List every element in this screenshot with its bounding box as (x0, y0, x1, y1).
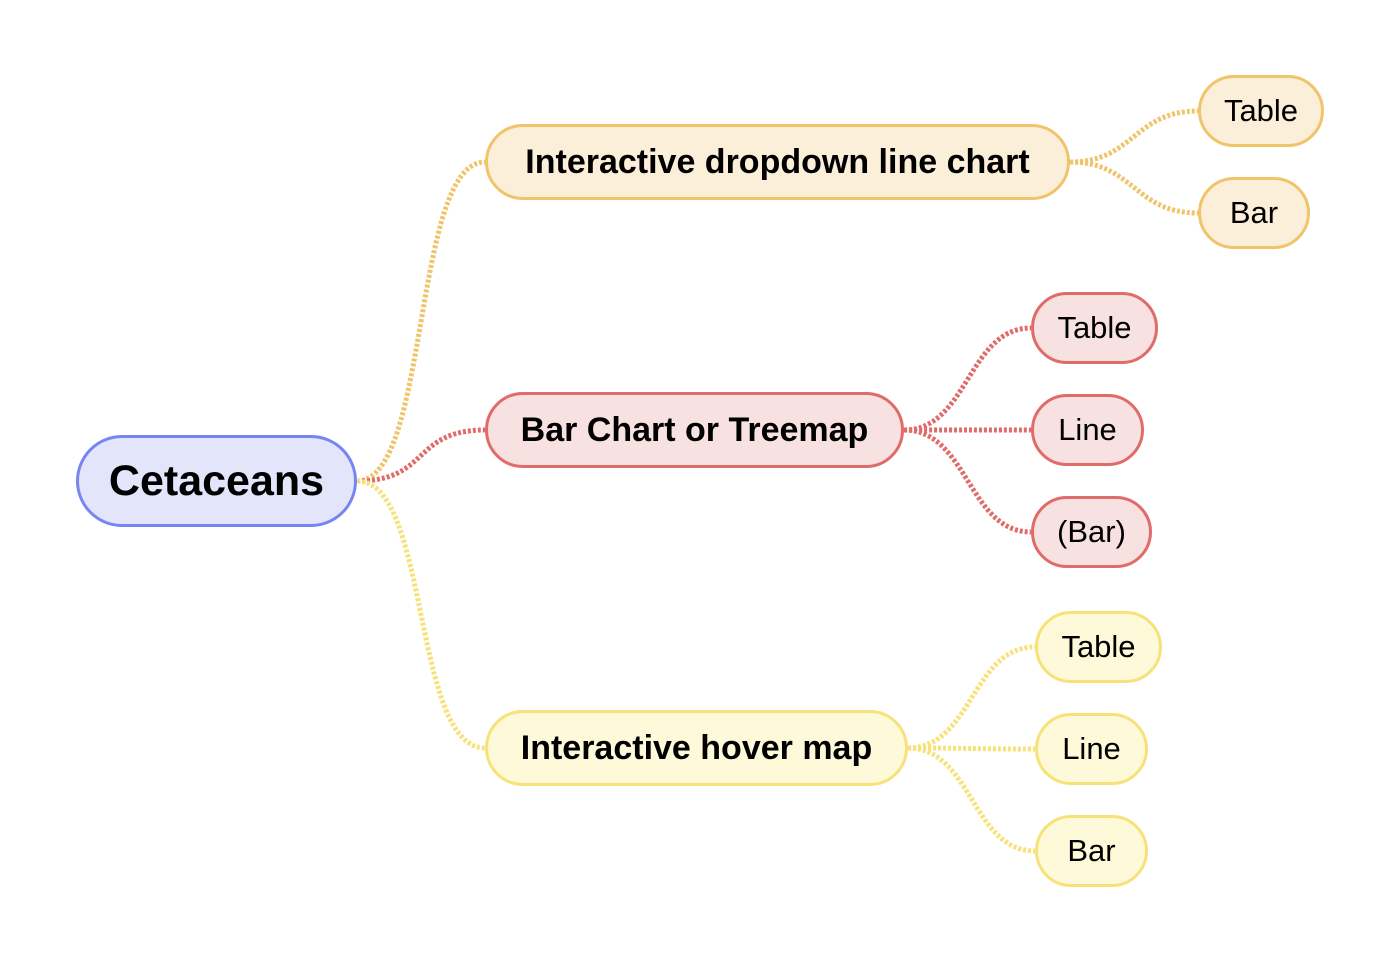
root-node-cetaceans[interactable]: Cetaceans (76, 435, 357, 527)
leaf-node-table[interactable]: Table (1035, 611, 1162, 683)
branch-node-dropdown-line-chart[interactable]: Interactive dropdown line chart (485, 124, 1070, 200)
branch-node-bar-chart-treemap[interactable]: Bar Chart or Treemap (485, 392, 904, 468)
connector-hover-map-to-line (907, 745, 1036, 752)
leaf-node-line[interactable]: Line (1035, 713, 1148, 785)
connector-treemap-to-table (903, 325, 1032, 433)
connector-hover-map-to-bar (907, 745, 1036, 854)
connector-dropdown-to-table (1069, 108, 1199, 165)
leaf-node-line[interactable]: Line (1031, 394, 1144, 466)
connector-root-to-hover-map (356, 478, 486, 751)
branch-node-hover-map[interactable]: Interactive hover map (485, 710, 908, 786)
leaf-node-table[interactable]: Table (1031, 292, 1158, 364)
leaf-node-bar[interactable]: Bar (1035, 815, 1148, 887)
connector-hover-map-to-table (907, 644, 1036, 751)
leaf-node-table[interactable]: Table (1198, 75, 1324, 147)
connector-root-to-dropdown-line-chart (356, 159, 486, 484)
connector-dropdown-to-bar (1069, 159, 1199, 216)
connector-treemap-to-bar (903, 427, 1032, 535)
leaf-node-bar-optional[interactable]: (Bar) (1031, 496, 1152, 568)
connector-root-to-bar-chart-treemap (356, 427, 486, 484)
leaf-node-bar[interactable]: Bar (1198, 177, 1310, 249)
